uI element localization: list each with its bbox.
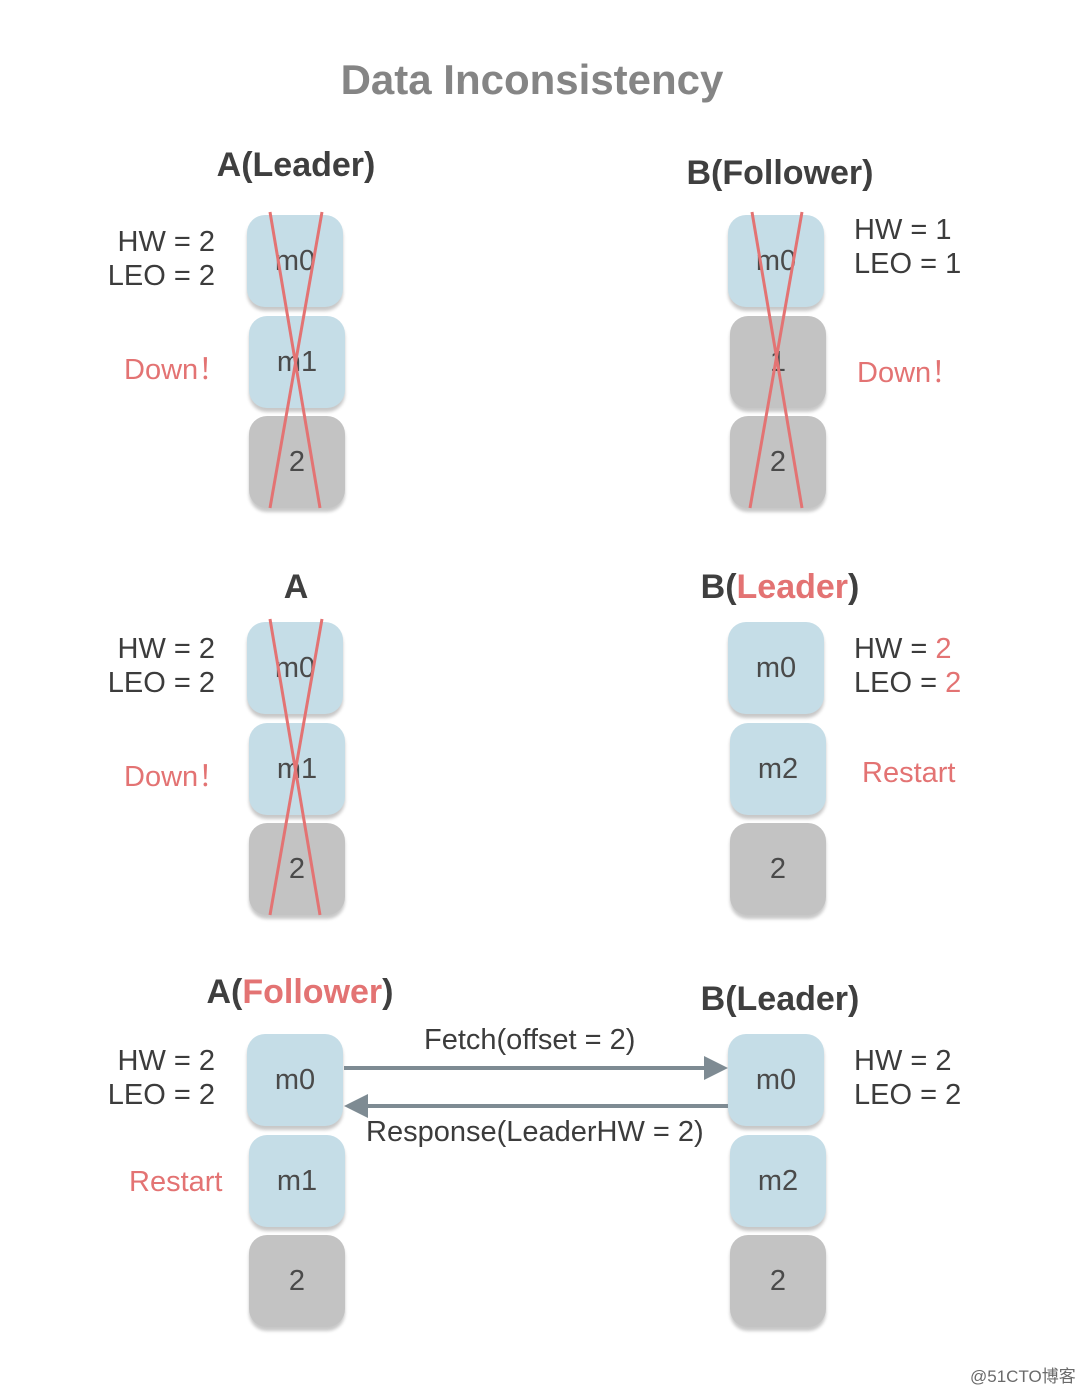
node-a-hw: HW = 2	[117, 226, 216, 258]
node-b-leo: LEO = 2	[854, 1079, 962, 1111]
node-b-heading: B(Leader)	[700, 980, 860, 1018]
log-entry-empty: 1	[730, 316, 826, 408]
log-entry-m0: m0	[247, 1034, 343, 1126]
node-a-leo: LEO = 2	[107, 667, 215, 699]
fetch-request-label: Fetch(offset = 2)	[424, 1024, 636, 1056]
node-a-hw: HW = 2	[117, 1045, 216, 1077]
fetch-arrow	[344, 1056, 728, 1080]
node-a-status: Restart	[129, 1166, 223, 1198]
log-entry-m0: m0	[728, 622, 824, 714]
node-b-hw: HW = 2	[854, 633, 952, 665]
node-b-hw: HW = 2	[854, 1045, 952, 1077]
node-a-leo: LEO = 2	[107, 1079, 215, 1111]
log-entry-m0: m0	[728, 215, 824, 307]
node-a-status: Down！	[124, 761, 228, 793]
log-entry-m1: m1	[249, 723, 345, 815]
log-entry-m2: m2	[730, 1135, 826, 1227]
response-label: Response(LeaderHW = 2)	[366, 1116, 704, 1148]
log-entry-empty: 2	[249, 416, 345, 508]
log-entry-m0: m0	[247, 215, 343, 307]
response-arrow	[344, 1094, 728, 1118]
log-entry-m0: m0	[247, 622, 343, 714]
replication-arrows	[344, 1056, 728, 1118]
log-entry-m1: m1	[249, 316, 345, 408]
diagram-title: Data Inconsistency	[340, 56, 724, 103]
node-b-heading: B(Leader)	[700, 568, 860, 606]
log-entry-m2: m2	[730, 723, 826, 815]
node-a-leo: LEO = 2	[107, 260, 215, 292]
log-entry-empty: 2	[730, 1235, 826, 1327]
log-entry-m1: m1	[249, 1135, 345, 1227]
node-b-hw: HW = 1	[854, 214, 952, 246]
node-a-heading: A	[283, 568, 309, 606]
node-b-status: Down！	[857, 357, 961, 389]
log-entry-empty: 2	[730, 823, 826, 915]
log-entry-empty: 2	[249, 1235, 345, 1327]
log-entry-m0: m0	[728, 1034, 824, 1126]
node-a-heading: A(Leader)	[216, 146, 376, 184]
watermark: @51CTO博客	[970, 1367, 1076, 1386]
node-a-hw: HW = 2	[117, 633, 216, 665]
node-b-heading: B(Follower)	[686, 154, 874, 192]
node-b-leo: LEO = 1	[854, 248, 962, 280]
node-a-status: Down！	[124, 354, 228, 386]
node-b-leo: LEO = 2	[854, 667, 962, 699]
node-a-heading: A(Follower)	[206, 973, 394, 1011]
log-entry-empty: 2	[730, 416, 826, 508]
node-b-status: Restart	[862, 757, 956, 789]
log-entry-empty: 2	[249, 823, 345, 915]
